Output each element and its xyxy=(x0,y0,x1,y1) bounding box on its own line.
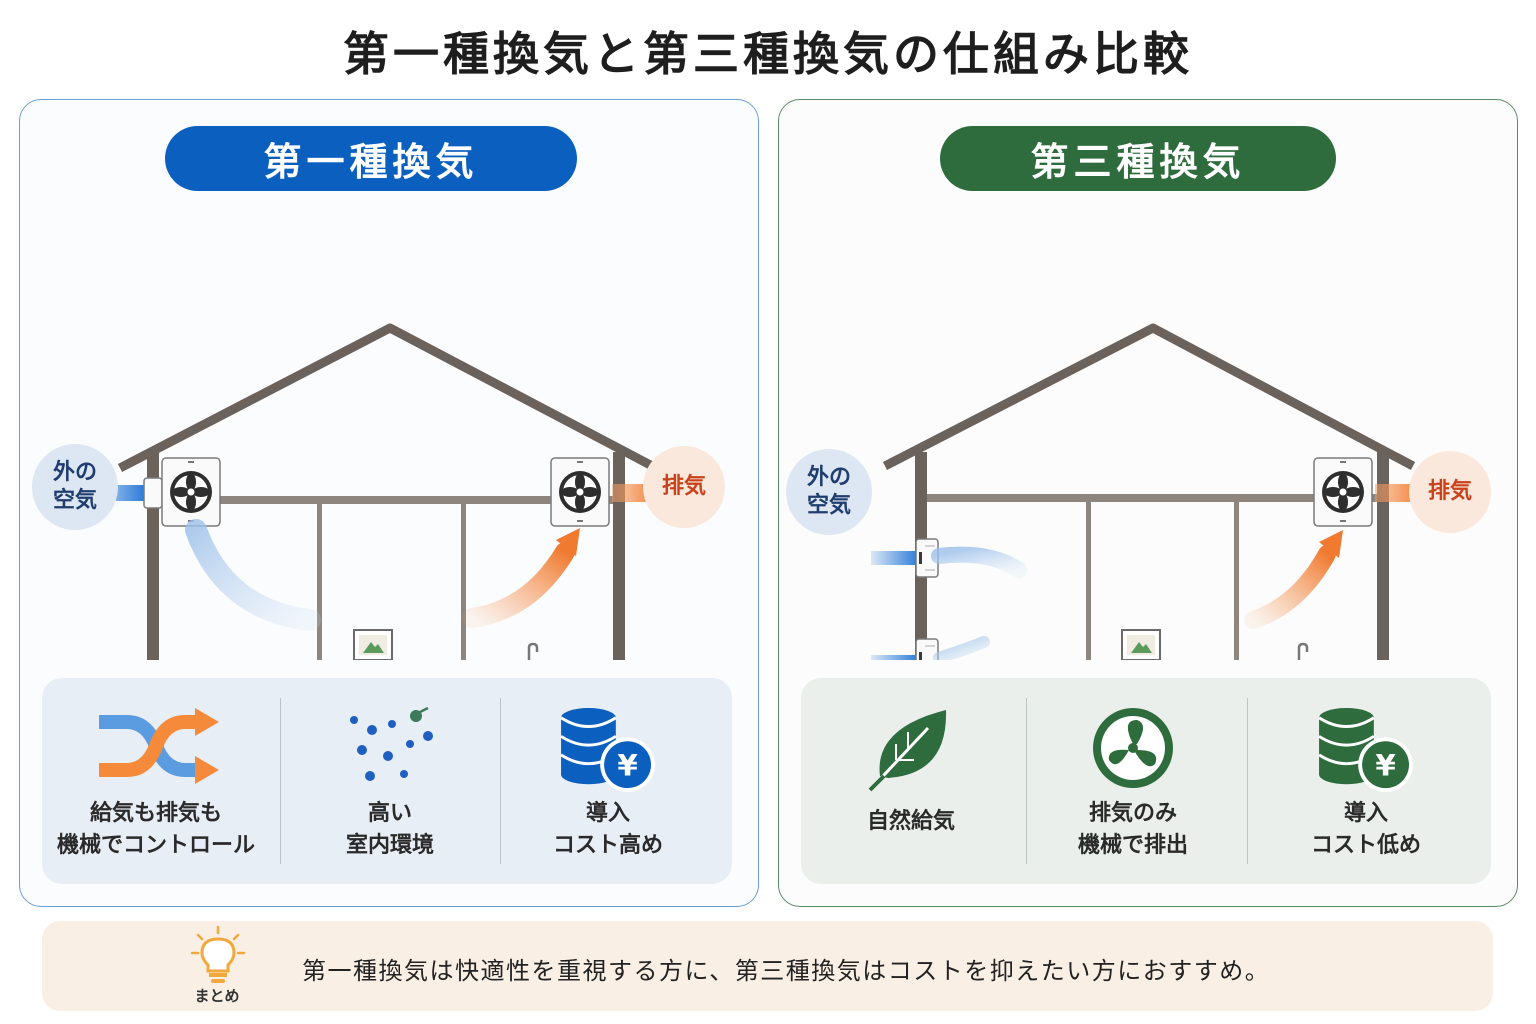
leaf-icon xyxy=(868,710,947,792)
partition xyxy=(317,504,322,660)
right-wall xyxy=(613,452,625,660)
feature-label: 導入 xyxy=(1343,801,1388,826)
supply-air-arrow xyxy=(871,655,919,660)
feature-label: 排気のみ xyxy=(1088,801,1177,826)
panel-type1: 第一種換気 外の 空気 xyxy=(19,99,759,907)
shuffle-arrows-icon xyxy=(99,708,219,784)
house-illustration-type3 xyxy=(871,323,1444,660)
exhaust-fan-icon xyxy=(1313,457,1373,527)
feature-item: 自然給気 xyxy=(801,678,1021,884)
feature-label: 室内環境 xyxy=(345,833,434,858)
divider xyxy=(1026,698,1027,864)
feature-label: 高い xyxy=(367,801,412,826)
feature-box-type1: 給気も排気も 機械でコントロール 高い xyxy=(42,678,732,884)
exhaust-airflow xyxy=(462,542,575,628)
divider xyxy=(280,698,281,864)
panel-title-type1: 第一種換気 xyxy=(165,126,577,191)
divider xyxy=(500,698,501,864)
outside-air-label: 外の xyxy=(52,460,97,485)
coin-stack-yen-icon xyxy=(1317,706,1415,794)
feature-label: 機械でコントロール xyxy=(56,833,255,858)
feature-label: 給気も排気も xyxy=(89,801,222,826)
feature-label: コスト高め xyxy=(552,833,663,858)
feature-item: 排気のみ 機械で排出 xyxy=(1023,678,1243,884)
ceiling xyxy=(159,496,613,504)
supply-airflow xyxy=(185,519,321,631)
exhaust-airflow xyxy=(1244,545,1336,629)
exhaust-bubble: 排気 xyxy=(1409,451,1491,533)
feature-item: 導入 コスト低め xyxy=(1256,678,1476,884)
feature-label: コスト低め xyxy=(1310,833,1421,858)
inlet-vent xyxy=(143,477,163,509)
outside-air-label: 外の xyxy=(806,465,851,490)
supply-air-arrow xyxy=(871,551,919,565)
divider xyxy=(1247,698,1248,864)
coin-stack-yen-icon xyxy=(559,706,657,794)
partition xyxy=(1234,502,1239,660)
panel-title-type3: 第三種換気 xyxy=(940,126,1336,191)
picture-icon xyxy=(1121,629,1161,660)
exhaust-out-arrow xyxy=(1375,484,1420,502)
partition xyxy=(461,504,466,660)
outside-air-bubble: 外の 空気 xyxy=(786,449,872,535)
picture-icon xyxy=(353,629,393,660)
supply-airflow xyxy=(931,546,1027,578)
outside-air-bubble: 外の 空気 xyxy=(32,444,118,530)
exhaust-fan-icon xyxy=(550,457,610,527)
feature-item: 給気も排気も 機械でコントロール xyxy=(46,678,266,884)
feature-item: 導入 コスト高め xyxy=(498,678,718,884)
lightbulb-icon xyxy=(190,925,246,983)
feature-item: 高い 室内環境 xyxy=(280,678,500,884)
roof xyxy=(882,323,1416,471)
feature-label: 自然給気 xyxy=(866,809,955,834)
fan-icon xyxy=(1093,708,1173,788)
sink-icon xyxy=(483,642,543,660)
page-title: 第一種換気と第三種換気の仕組み比較 xyxy=(343,27,1193,81)
summary-bar: まとめ 第一種換気は快適性を重視する方に、第三種換気はコストを抑えたい方におすす… xyxy=(42,921,1493,1011)
exhaust-airflow-head xyxy=(556,528,580,556)
feature-box-type3: 自然給気 排気のみ 機械で排出 導入 コスト低め xyxy=(801,678,1491,884)
outside-air-label: 空気 xyxy=(806,493,851,518)
ceiling xyxy=(927,494,1377,502)
sink-icon xyxy=(1253,642,1313,660)
supply-airflow xyxy=(933,636,990,660)
summary-text: 第一種換気は快適性を重視する方に、第三種換気はコストを抑えたい方におすすめ。 xyxy=(302,957,1271,985)
clean-particles-icon xyxy=(350,706,433,781)
summary-tag: まとめ xyxy=(194,987,240,1005)
exhaust-bubble: 排気 xyxy=(643,446,725,528)
house-illustration-type1 xyxy=(85,323,680,660)
feature-label: 導入 xyxy=(585,801,630,826)
right-wall xyxy=(1377,452,1389,660)
panel-type3: 第三種換気 外の 空気 排気 xyxy=(778,99,1518,907)
outside-air-label: 空気 xyxy=(52,488,97,513)
supply-fan-icon xyxy=(161,457,221,527)
partition xyxy=(1086,502,1091,660)
feature-label: 機械で排出 xyxy=(1077,833,1188,858)
roof xyxy=(117,323,659,472)
exhaust-airflow-head xyxy=(1319,530,1343,558)
